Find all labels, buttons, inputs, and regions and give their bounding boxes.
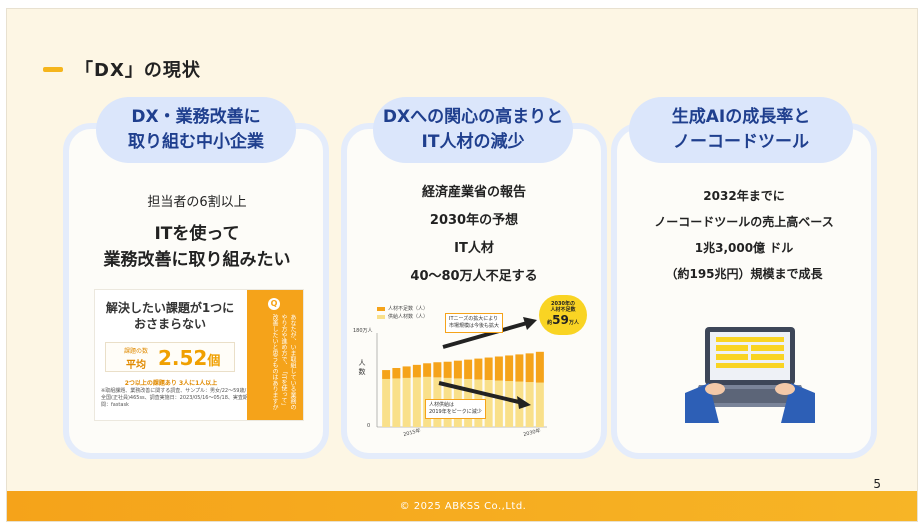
- bar-shortage: [402, 366, 411, 378]
- lead-small: 担当者の6割以上: [147, 195, 247, 210]
- card-title-line: ノーコードツール: [673, 132, 809, 152]
- survey-note: ※取組課題、業務改善に関する調査、サンプル：男女/22〜59歳/全国(正社員)4…: [101, 388, 248, 408]
- text-line: ノーコードツールの売上高ベース: [654, 215, 834, 229]
- survey-question-line: おさまらない: [133, 317, 206, 331]
- bar-shortage: [464, 359, 473, 379]
- card-title-line: DX・業務改善に: [131, 107, 261, 127]
- y-axis-label: 人数: [358, 359, 366, 376]
- bar-shortage: [515, 354, 524, 382]
- text-line: IT人材: [454, 241, 494, 256]
- bubble-caption: 2030年の 人材不足数: [539, 301, 587, 313]
- avg-label: 平均: [126, 360, 146, 371]
- text-line: 40〜80万人不足する: [410, 269, 538, 284]
- card-title-line: IT人材の減少: [421, 132, 525, 152]
- slide: 「DX」の現状 DX・業務改善に 取り組む中小企業 担当者の6割以上 ITを使っ…: [6, 8, 918, 522]
- text-line: （約195兆円）規模まで成長: [665, 267, 823, 281]
- text-line: 1兆3,000億 ドル: [694, 241, 794, 255]
- bar-shortage: [474, 358, 483, 380]
- card-it-talent-title: DXへの関心の高まりと IT人材の減少: [373, 97, 573, 163]
- bar-shortage: [525, 353, 534, 383]
- bubble-unit: 万人: [568, 320, 579, 326]
- text-line: 経済産業省の報告: [421, 185, 526, 200]
- heading-accent-bar: [43, 66, 63, 72]
- survey-average-box: 課題の数 平均 2.52個: [105, 342, 235, 372]
- bar-supply: [402, 377, 411, 427]
- card-genai-nocode-title: 生成AIの成長率と ノーコードツール: [629, 97, 853, 163]
- question-badge: Q: [268, 298, 280, 310]
- bar-supply: [382, 378, 391, 427]
- avg-number: 2.52: [158, 346, 208, 370]
- laptop-icon: [685, 327, 815, 423]
- bar-shortage: [484, 357, 493, 380]
- survey-side-text: あなたが、いま取組している業務のやり方や進め方で、「ITを使って」改善したいと思…: [271, 314, 296, 410]
- footer-bar: © 2025 ABKSS Co.,Ltd.: [7, 491, 917, 521]
- down-trend-arrow-line: [438, 381, 520, 404]
- bar-shortage: [443, 361, 452, 378]
- legend-label: 供給人材数（人）: [388, 314, 429, 320]
- text-line: 2032年までに: [703, 189, 785, 203]
- up-trend-arrow-line: [442, 321, 528, 349]
- bar-shortage: [494, 356, 503, 381]
- annotation-market-growth: ITニーズの拡大により 市場規模は今後も拡大: [445, 313, 504, 333]
- bar-shortage: [392, 367, 401, 379]
- bar-supply: [494, 380, 503, 427]
- avg-small-label: 課題の数: [124, 348, 149, 355]
- bubble-value: 約59万人: [539, 313, 587, 330]
- card-title-line: 取り組む中小企業: [128, 132, 264, 152]
- bar-shortage: [423, 363, 432, 377]
- y-axis-max-label: 180万人: [353, 328, 373, 334]
- avg-value: 2.52個: [158, 346, 220, 370]
- card-it-talent-text: 経済産業省の報告 2030年の予想 IT人材 40〜80万人不足する: [347, 179, 601, 291]
- bar-shortage: [535, 351, 544, 383]
- up-trend-arrow-head: [523, 317, 537, 330]
- bar-shortage: [382, 370, 391, 379]
- page-number: 5: [873, 477, 881, 491]
- card-title-line: DXへの関心の高まりと: [382, 107, 564, 127]
- annotation-line: 市場規模は今後も拡大: [449, 323, 500, 329]
- bar-shortage: [412, 364, 421, 378]
- text-line: 2030年の予想: [429, 213, 519, 228]
- shortage-bubble: 2030年の 人材不足数 約59万人: [539, 295, 587, 335]
- survey-image: 解決したい課題が1つに おさまらない 課題の数 平均 2.52個 2つ以上の課題…: [94, 289, 304, 421]
- bar-shortage: [453, 360, 462, 379]
- down-trend-arrow-head: [517, 396, 531, 409]
- annotation-line: 2019年をピークに減少: [429, 409, 482, 415]
- it-talent-chart: 人材不足数（人） 供給人材数（人） 180万人 人数 0 2015年 2030年…: [347, 295, 597, 449]
- legend-label: 人材不足数（人）: [388, 306, 429, 312]
- survey-question-line: 解決したい課題が1つに: [105, 301, 235, 315]
- bar-supply: [392, 378, 401, 427]
- lead-big-line: ITを使って: [154, 224, 240, 244]
- y-axis-zero-label: 0: [367, 423, 371, 429]
- bubble-prefix: 約: [547, 320, 553, 326]
- survey-side-panel: Q あなたが、いま取組している業務のやり方や進め方で、「ITを使って」改善したい…: [247, 290, 303, 420]
- avg-unit: 個: [207, 354, 221, 369]
- bar-supply: [484, 380, 493, 427]
- lead-big: ITを使って 業務改善に取り組みたい: [69, 221, 325, 273]
- bar-supply: [535, 382, 544, 427]
- bar-supply: [505, 381, 514, 427]
- annotation-line: 人材供給は: [429, 402, 455, 408]
- legend-item-shortage: 人材不足数（人）: [377, 305, 428, 313]
- legend-item-supply: 供給人材数（人）: [377, 313, 428, 321]
- bubble-number: 59: [552, 313, 569, 327]
- survey-question: 解決したい課題が1つに おさまらない: [95, 300, 245, 332]
- annotation-line: ITニーズの拡大により: [449, 316, 499, 322]
- card-title-line: 生成AIの成長率と: [671, 107, 811, 127]
- chart-legend: 人材不足数（人） 供給人材数（人）: [377, 305, 428, 321]
- bar-shortage: [505, 355, 514, 382]
- bar-supply: [412, 377, 421, 427]
- footer-copyright: © 2025 ABKSS Co.,Ltd.: [399, 500, 527, 512]
- section-heading: 「DX」の現状: [43, 55, 201, 83]
- lead-big-line: 業務改善に取り組みたい: [103, 250, 291, 270]
- survey-sub: 2つ以上の課題あり 3人に1人以上: [124, 380, 218, 387]
- annotation-supply-decline: 人材供給は 2019年をピークに減少: [425, 399, 486, 419]
- bubble-caption-line: 2030年の: [551, 301, 575, 307]
- heading-title: 「DX」の現状: [75, 60, 201, 81]
- bubble-caption-line: 人材不足数: [550, 307, 576, 313]
- card-genai-nocode-text: 2032年までに ノーコードツールの売上高ベース 1兆3,000億 ドル （約1…: [617, 183, 871, 287]
- bar-shortage: [433, 362, 442, 378]
- card-dx-smb-title: DX・業務改善に 取り組む中小企業: [96, 97, 296, 163]
